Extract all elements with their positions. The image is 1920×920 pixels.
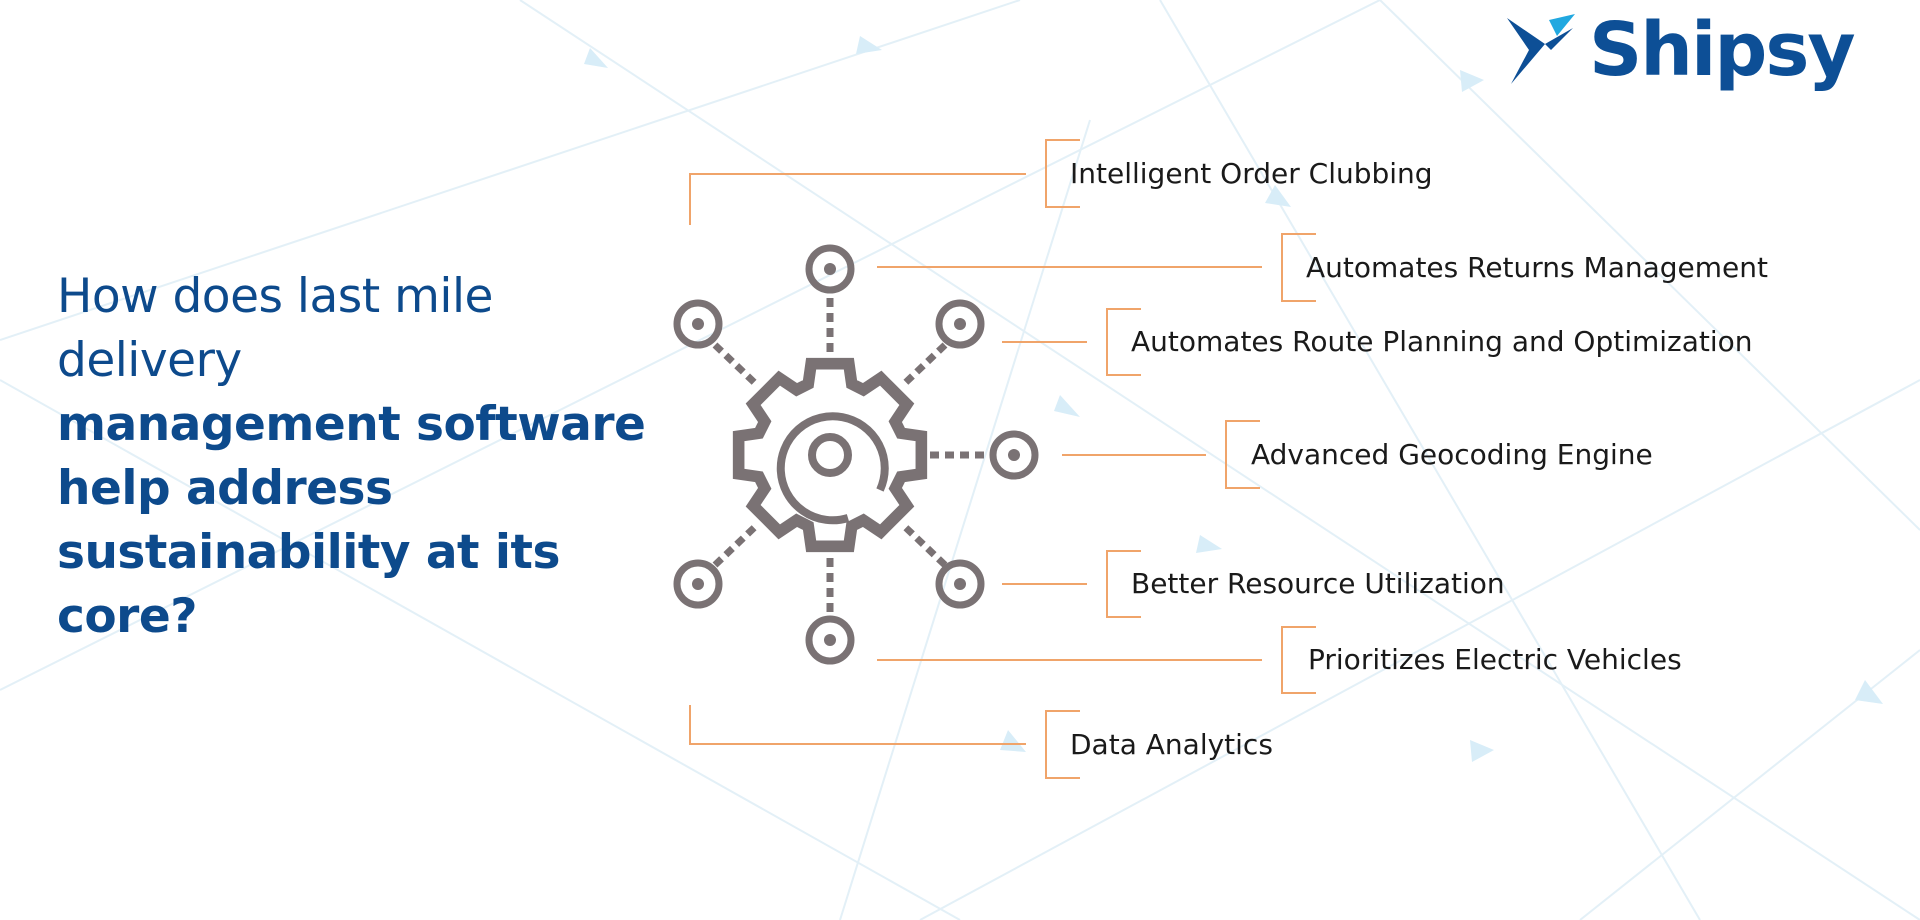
bracket-better-resource-utilization <box>1106 550 1141 618</box>
bracket-intelligent-order-clubbing <box>1045 139 1080 208</box>
bracket-data-analytics <box>1045 710 1080 779</box>
logo-wordmark: Shipsy <box>1589 7 1856 93</box>
headline-line-5: sustainability at its <box>57 525 560 580</box>
node-top <box>805 244 855 294</box>
node-top-right <box>935 299 985 349</box>
gear-network-icon <box>673 244 1039 665</box>
gear-outline <box>732 357 928 553</box>
bracket-automates-returns-management <box>1281 233 1316 302</box>
paper-plane-logo-icon <box>1507 14 1575 84</box>
headline-line-6: core? <box>57 589 197 644</box>
gear-hub <box>808 433 852 477</box>
headline: How does last mile delivery management s… <box>57 265 677 649</box>
headline-line-3: management software <box>57 397 646 452</box>
gear-inner-arc <box>776 412 889 525</box>
feature-better-resource-utilization: Better Resource Utilization <box>1131 567 1505 600</box>
feature-prioritizes-electric-vehicles: Prioritizes Electric Vehicles <box>1308 643 1682 676</box>
headline-line-1: How does last mile <box>57 269 493 324</box>
feature-automates-route-planning: Automates Route Planning and Optimizatio… <box>1131 325 1753 358</box>
bracket-advanced-geocoding-engine <box>1225 420 1260 489</box>
node-top-left <box>673 299 723 349</box>
feature-advanced-geocoding-engine: Advanced Geocoding Engine <box>1251 438 1653 471</box>
shipsy-logo: Shipsy <box>1505 7 1856 93</box>
feature-intelligent-order-clubbing: Intelligent Order Clubbing <box>1070 157 1433 190</box>
node-bottom-left <box>673 559 723 609</box>
connector-data-analytics <box>689 705 1026 745</box>
node-right <box>989 430 1039 480</box>
bracket-prioritizes-electric-vehicles <box>1281 626 1316 694</box>
feature-data-analytics: Data Analytics <box>1070 728 1273 761</box>
node-bottom-right <box>935 559 985 609</box>
connector-intelligent-order-clubbing <box>689 173 1026 225</box>
headline-line-4: help address <box>57 461 393 516</box>
headline-line-2: delivery <box>57 333 242 388</box>
node-bottom <box>805 615 855 665</box>
bracket-automates-route-planning <box>1106 308 1141 376</box>
feature-automates-returns-management: Automates Returns Management <box>1306 251 1768 284</box>
